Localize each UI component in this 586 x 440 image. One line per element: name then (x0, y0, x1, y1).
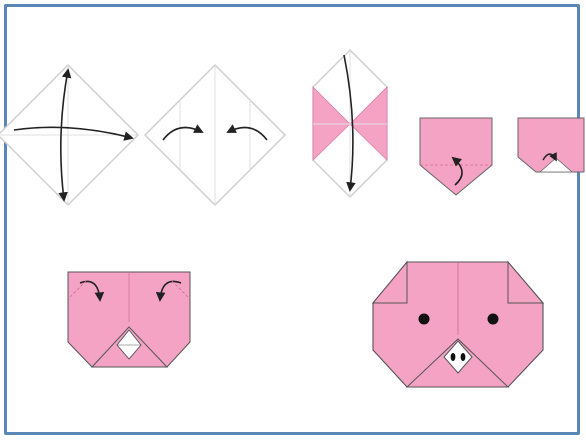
step-2 (145, 65, 285, 205)
step-5 (518, 118, 584, 172)
step-6 (68, 272, 190, 367)
step-4 (420, 118, 492, 195)
step-7 (373, 262, 543, 387)
pig-nostril-right (461, 353, 466, 361)
pig-eye-right (488, 314, 499, 325)
pig-ear-left (373, 262, 407, 303)
pig-eye-left (419, 314, 430, 325)
pig-ear-right (508, 262, 543, 303)
pig-nostril-left (451, 353, 456, 361)
step-1 (0, 65, 138, 205)
step-3 (313, 50, 387, 197)
